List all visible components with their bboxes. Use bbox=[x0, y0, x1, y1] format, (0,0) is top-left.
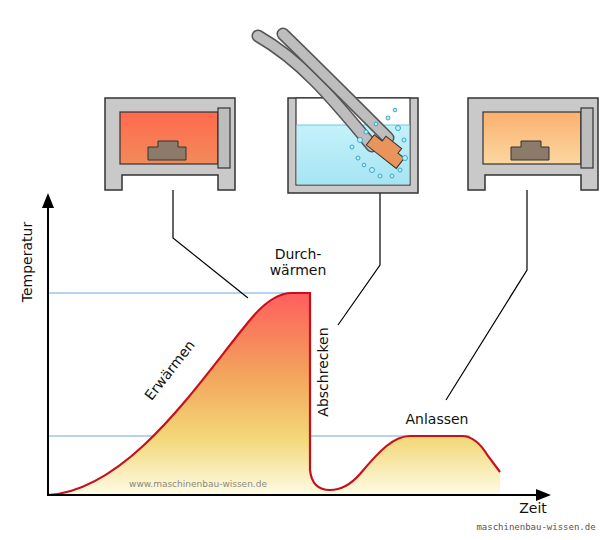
phase-label: Durch- wärmen bbox=[266, 246, 330, 278]
furnace-chamber bbox=[483, 112, 581, 164]
temperature-area bbox=[48, 293, 500, 495]
leader-line bbox=[173, 190, 248, 298]
tongs bbox=[283, 34, 388, 138]
furnace-housing bbox=[105, 98, 235, 190]
tank-wall bbox=[288, 98, 418, 193]
furnace-door bbox=[581, 108, 593, 168]
workpiece bbox=[366, 130, 408, 168]
furnace-door bbox=[218, 108, 230, 168]
tempering-furnace bbox=[468, 98, 598, 190]
leader-line bbox=[338, 193, 380, 325]
axis-arrowhead bbox=[536, 489, 551, 501]
furnace-housing bbox=[468, 98, 598, 190]
reference-line bbox=[48, 292, 292, 294]
tongs bbox=[283, 34, 388, 138]
y-axis bbox=[47, 205, 49, 496]
tongs bbox=[258, 36, 372, 146]
workpiece bbox=[511, 141, 549, 160]
workpiece bbox=[148, 141, 186, 160]
furnace-chamber bbox=[120, 112, 218, 164]
temperature-curve bbox=[48, 293, 500, 495]
leader-line bbox=[446, 190, 527, 400]
phase-label: Abschrecken bbox=[315, 327, 331, 416]
bubbles bbox=[350, 108, 408, 178]
tongs bbox=[258, 36, 372, 146]
hardening-furnace bbox=[105, 98, 235, 190]
phase-label: Anlassen bbox=[406, 411, 469, 427]
axis-arrowhead bbox=[42, 193, 54, 208]
watermark: www.maschinenbau-wissen.de bbox=[129, 479, 267, 489]
phase-label: Erwärmen bbox=[142, 337, 199, 403]
watermark: maschinenbau-wissen.de bbox=[476, 522, 595, 532]
quench-tank bbox=[258, 34, 418, 193]
axis-title: Temperatur bbox=[19, 222, 35, 302]
x-axis bbox=[47, 494, 538, 496]
axis-title: Zeit bbox=[519, 500, 547, 516]
